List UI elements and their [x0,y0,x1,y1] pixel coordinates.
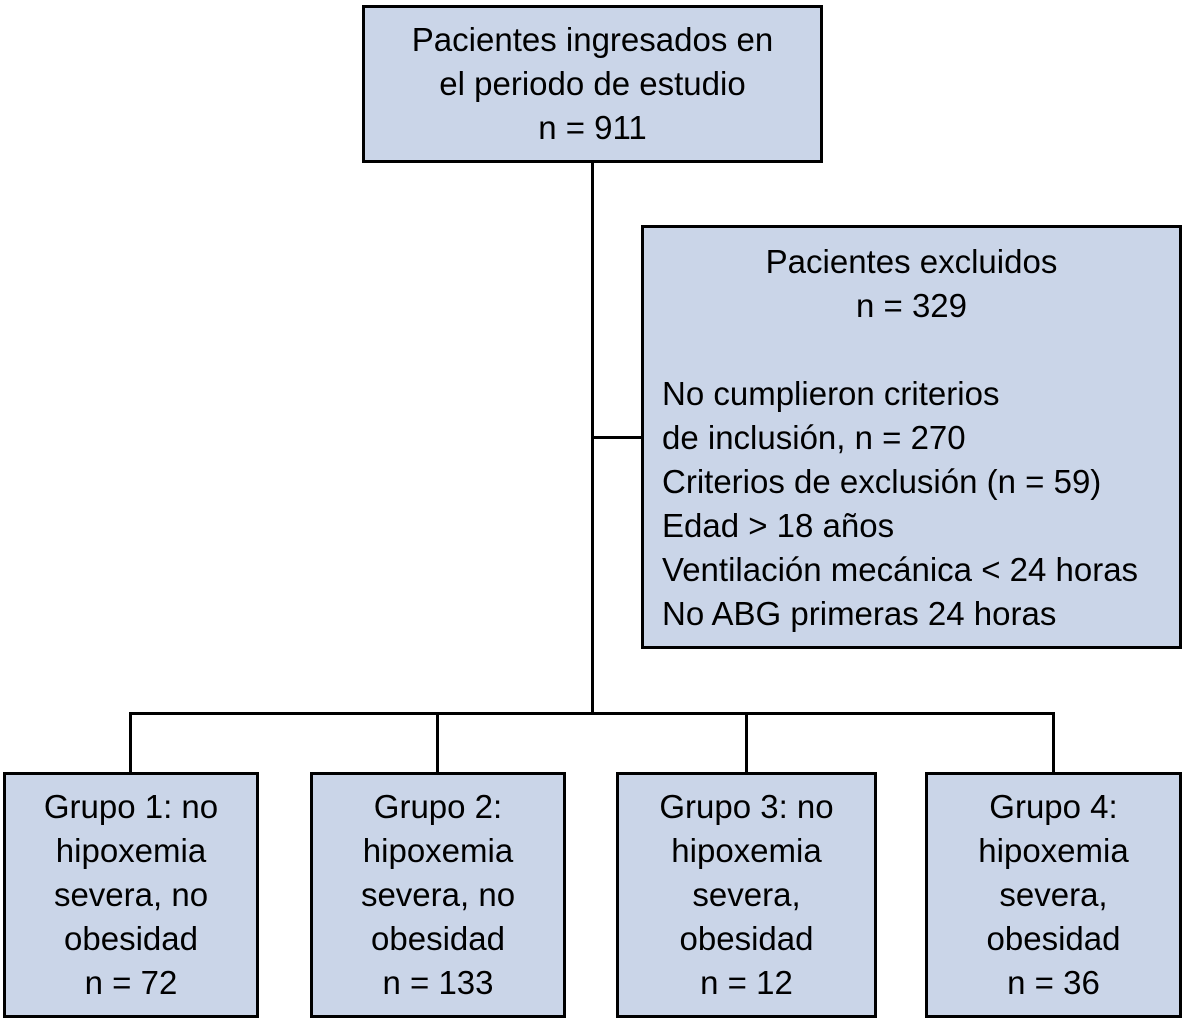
group-2-text: Grupo 2: hipoxemia severa, no obesidad n… [360,788,516,1001]
group-4-text: Grupo 4: hipoxemia severa, obesidad n = … [978,788,1129,1001]
box-group-4: Grupo 4: hipoxemia severa, obesidad n = … [925,772,1182,1018]
box-group-3: Grupo 3: no hipoxemia severa, obesidad n… [616,772,877,1018]
box-patients-excluded: Pacientes excluidos n = 329 No cumpliero… [641,225,1182,649]
group-1-text: Grupo 1: no hipoxemia severa, no obesida… [43,788,219,1001]
connector-excluded-branch [592,436,643,439]
patients-excluded-header: Pacientes excluidos n = 329 [765,243,1058,324]
box-group-2: Grupo 2: hipoxemia severa, no obesidad n… [310,772,566,1018]
connector-drop-group-4 [1052,712,1055,774]
patients-admitted-text: Pacientes ingresados en el periodo de es… [411,21,774,146]
connector-drop-group-2 [436,712,439,774]
connector-drop-group-1 [129,712,132,774]
connector-distribution-horizontal [129,712,1055,715]
patients-excluded-details: No cumplieron criterios de inclusión, n … [662,375,1139,632]
box-group-1: Grupo 1: no hipoxemia severa, no obesida… [3,772,259,1018]
box-patients-admitted: Pacientes ingresados en el periodo de es… [362,5,823,163]
group-3-text: Grupo 3: no hipoxemia severa, obesidad n… [659,788,834,1001]
connector-drop-group-3 [745,712,748,774]
